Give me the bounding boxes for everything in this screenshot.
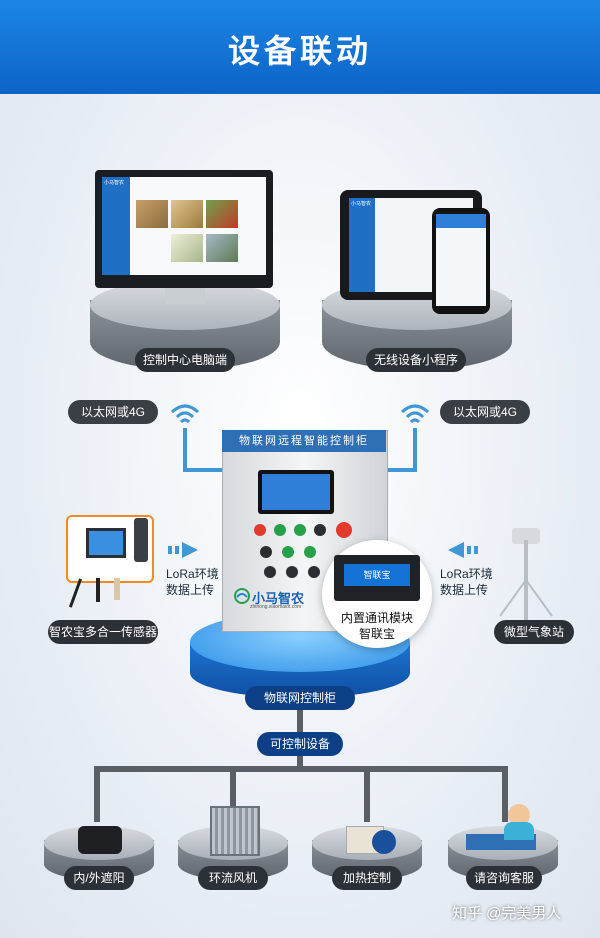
bus-drop-3	[364, 766, 370, 822]
device-label-service: 请咨询客服	[466, 866, 542, 890]
network-label-left: 以太网或4G	[68, 400, 158, 424]
link-pipe-left-horizontal	[183, 468, 225, 472]
link-pipe-right-horizontal	[382, 468, 417, 472]
device-label-shade: 内/外遮阳	[64, 866, 134, 890]
sensor-probe	[114, 578, 120, 600]
knob-button	[264, 566, 276, 578]
bus-drop-4	[502, 766, 508, 822]
tablet-screen-sidebar	[349, 198, 375, 292]
sensor-screen	[89, 531, 123, 555]
sensor-label: 智农宝多合一传感器	[48, 620, 158, 644]
pc-label: 控制中心电脑端	[135, 348, 235, 372]
sensor-upload-line2: 数据上传	[166, 583, 215, 597]
sensor-probe	[134, 518, 148, 562]
device-label-heating: 加热控制	[332, 866, 402, 890]
module-caption-line2: 智联宝	[358, 627, 395, 641]
pc-photo-2	[171, 200, 203, 228]
knob-button	[314, 524, 326, 536]
bus-horizontal	[94, 766, 508, 772]
cabinet-header: 物联网远程智能控制柜	[222, 430, 386, 452]
service-agent-body	[504, 822, 534, 840]
arrow-right-icon	[168, 542, 198, 558]
tablet-screen-brand: 小马智农	[351, 201, 372, 207]
sensor-cable	[96, 578, 100, 602]
fan-device	[210, 806, 260, 856]
arrow-left-icon	[448, 542, 478, 558]
station-upload-text: LoRa环境 数据上传	[440, 566, 493, 598]
cabinet-hmi-display	[262, 474, 330, 510]
page-title: 设备联动	[227, 33, 372, 69]
station-upload-line1: LoRa环境	[440, 567, 493, 581]
link-pipe-right-vertical	[413, 428, 417, 472]
pc-screen-brand: 小马智农	[104, 180, 125, 186]
knob-button	[308, 566, 320, 578]
network-label-right: 以太网或4G	[440, 400, 530, 424]
pc-photo-3	[206, 200, 238, 228]
controllable-label: 可控制设备	[257, 732, 343, 756]
bus-drop-2	[230, 766, 236, 822]
cabinet-label: 物联网控制柜	[245, 686, 355, 710]
station-tripod	[499, 580, 553, 618]
pc-photo-4	[171, 234, 203, 262]
link-pipe-left-vertical	[183, 428, 187, 472]
red-button	[254, 524, 266, 536]
motor-device	[78, 826, 122, 854]
wifi-icon	[400, 404, 430, 424]
knob-button	[286, 566, 298, 578]
header-banner	[0, 0, 600, 94]
station-upload-line2: 数据上传	[440, 583, 489, 597]
phone-screen-header	[436, 214, 486, 228]
cabinet-brand-sub: zhinong.xiaomaiot.com	[250, 604, 302, 610]
sensor-upload-line1: LoRa环境	[166, 567, 219, 581]
green-button	[304, 546, 316, 558]
green-button	[274, 524, 286, 536]
pc-photo-5	[206, 234, 238, 262]
module-screen: 智联宝	[344, 564, 410, 586]
service-agent-avatar	[508, 804, 530, 826]
watermark: 知乎 @完美男人	[452, 905, 562, 922]
green-button	[282, 546, 294, 558]
pc-monitor-stand	[165, 288, 205, 304]
wifi-icon	[170, 404, 200, 424]
pc-screen-sidebar	[102, 177, 130, 275]
heater-blower	[372, 830, 396, 854]
mobile-label: 无线设备小程序	[366, 348, 466, 372]
station-label: 微型气象站	[494, 620, 574, 644]
green-button	[294, 524, 306, 536]
cabinet-brand: 小马智农	[252, 591, 305, 606]
sensor-upload-text: LoRa环境 数据上传	[166, 566, 219, 598]
module-caption: 内置通讯模块 智联宝	[322, 610, 432, 642]
pc-photo-1	[136, 200, 168, 228]
bus-drop-1	[94, 766, 100, 822]
red-button	[336, 522, 352, 538]
module-caption-line1: 内置通讯模块	[340, 611, 413, 625]
station-head	[512, 528, 540, 544]
cabinet-logo-icon	[234, 588, 250, 604]
knob-button	[260, 546, 272, 558]
phone-screen	[436, 214, 486, 306]
device-label-fan: 环流风机	[198, 866, 268, 890]
